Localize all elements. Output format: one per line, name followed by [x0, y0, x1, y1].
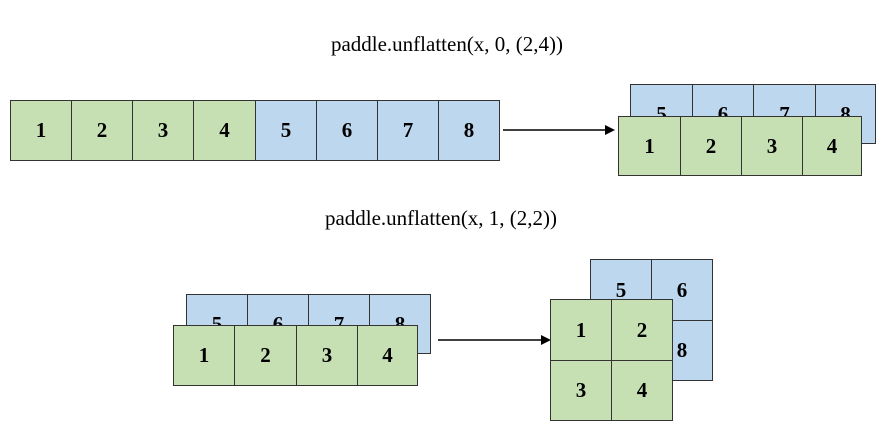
- ex1-input-cell: 1: [10, 100, 72, 161]
- ex2-output-front-cell: 4: [611, 360, 673, 421]
- ex2-output-front-cell: 2: [611, 299, 673, 361]
- example2-title: paddle.unflatten(x, 1, (2,2)): [324, 206, 558, 230]
- ex1-output-front-cell: 3: [741, 116, 803, 176]
- ex1-input-cell: 6: [316, 100, 378, 161]
- ex2-arrow: [438, 335, 551, 345]
- ex1-output-front-cell: 1: [618, 116, 681, 176]
- ex1-input-cell: 5: [255, 100, 317, 161]
- ex2-output-front-cell: 3: [550, 360, 612, 421]
- ex2-input-front-cell: 1: [173, 325, 235, 386]
- ex2-input-front-cell: 2: [234, 325, 297, 386]
- ex1-input-cell: 3: [132, 100, 194, 161]
- ex1-input-cell: 8: [438, 100, 500, 161]
- ex2-output-front-cell: 1: [550, 299, 612, 361]
- ex1-input-cell: 4: [193, 100, 256, 161]
- ex1-input-cell: 7: [377, 100, 439, 161]
- example1-title: paddle.unflatten(x, 0, (2,4)): [330, 32, 564, 56]
- ex2-input-front-cell: 4: [357, 325, 418, 386]
- ex1-arrow: [503, 125, 615, 135]
- ex1-output-front-cell: 2: [680, 116, 742, 176]
- ex2-input-front-cell: 3: [296, 325, 358, 386]
- ex1-output-front-cell: 4: [802, 116, 862, 176]
- ex1-input-cell: 2: [71, 100, 133, 161]
